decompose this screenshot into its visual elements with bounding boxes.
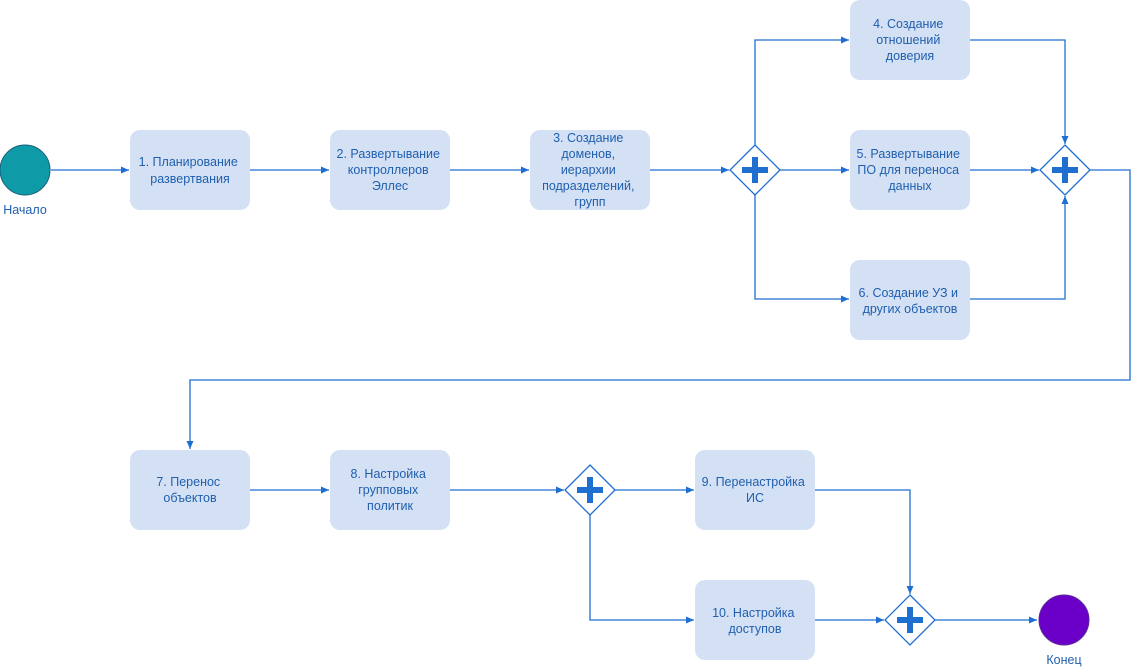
start-event[interactable]: Начало — [0, 144, 51, 217]
task-label: 3. Создание доменов, иерархии подразделе… — [542, 131, 638, 209]
plus-icon — [897, 607, 923, 633]
flow-task9-to-gateway4 — [815, 489, 914, 594]
plus-icon — [742, 157, 768, 183]
task-label: 9. Перенастройка ИС — [702, 475, 809, 505]
sequence-flows — [51, 36, 1131, 624]
parallel-gateway-3[interactable] — [564, 464, 616, 516]
task-5-deploy-migration-software[interactable]: 5. Развертывание ПО для переноса данных — [850, 130, 970, 210]
plus-icon — [1052, 157, 1078, 183]
task-8-group-policies[interactable]: 8. Настройка групповых политик — [330, 450, 450, 530]
task-label: 6. Создание УЗ и других объектов — [859, 286, 962, 316]
task-label: 2. Развертывание контроллеров Эллес — [337, 147, 444, 193]
start-event-label: Начало — [3, 203, 47, 217]
flow-gateway2-to-task7 — [186, 169, 1131, 449]
task-3-create-domains[interactable]: 3. Создание доменов, иерархии подразделе… — [530, 130, 650, 210]
task-label: 10. Настройка доступов — [712, 606, 798, 636]
flow-task6-to-gateway2 — [970, 196, 1069, 300]
parallel-gateway-1[interactable] — [729, 144, 781, 196]
task-6-create-accounts[interactable]: 6. Создание УЗ и других объектов — [850, 260, 970, 340]
end-event[interactable]: Конец — [1038, 594, 1090, 667]
task-10-configure-access[interactable]: 10. Настройка доступов — [695, 580, 815, 660]
flow-gateway3-to-task10 — [589, 515, 694, 624]
task-1-planning[interactable]: 1. Планирование развертвания — [130, 130, 250, 210]
flow-task4-to-gateway2 — [970, 39, 1069, 144]
plus-icon — [577, 477, 603, 503]
flow-gateway1-to-task6 — [754, 195, 849, 303]
end-event-label: Конец — [1046, 653, 1081, 667]
task-4-trust-relations[interactable]: 4. Создание отношений доверия — [850, 0, 970, 80]
task-label: 8. Настройка групповых политик — [351, 467, 430, 513]
task-2-deploy-controllers[interactable]: 2. Развертывание контроллеров Эллес — [330, 130, 450, 210]
task-label: 5. Развертывание ПО для переноса данных — [857, 147, 964, 193]
flow-gateway1-to-task4 — [754, 36, 849, 145]
task-label: 1. Планирование развертвания — [139, 155, 242, 186]
task-7-transfer-objects[interactable]: 7. Перенос объектов — [130, 450, 250, 530]
task-label: 4. Создание отношений доверия — [873, 17, 947, 63]
task-9-reconfigure-is[interactable]: 9. Перенастройка ИС — [695, 450, 815, 530]
task-label: 7. Перенос объектов — [156, 475, 223, 505]
parallel-gateway-4[interactable] — [884, 594, 936, 646]
parallel-gateway-2[interactable] — [1039, 144, 1091, 196]
